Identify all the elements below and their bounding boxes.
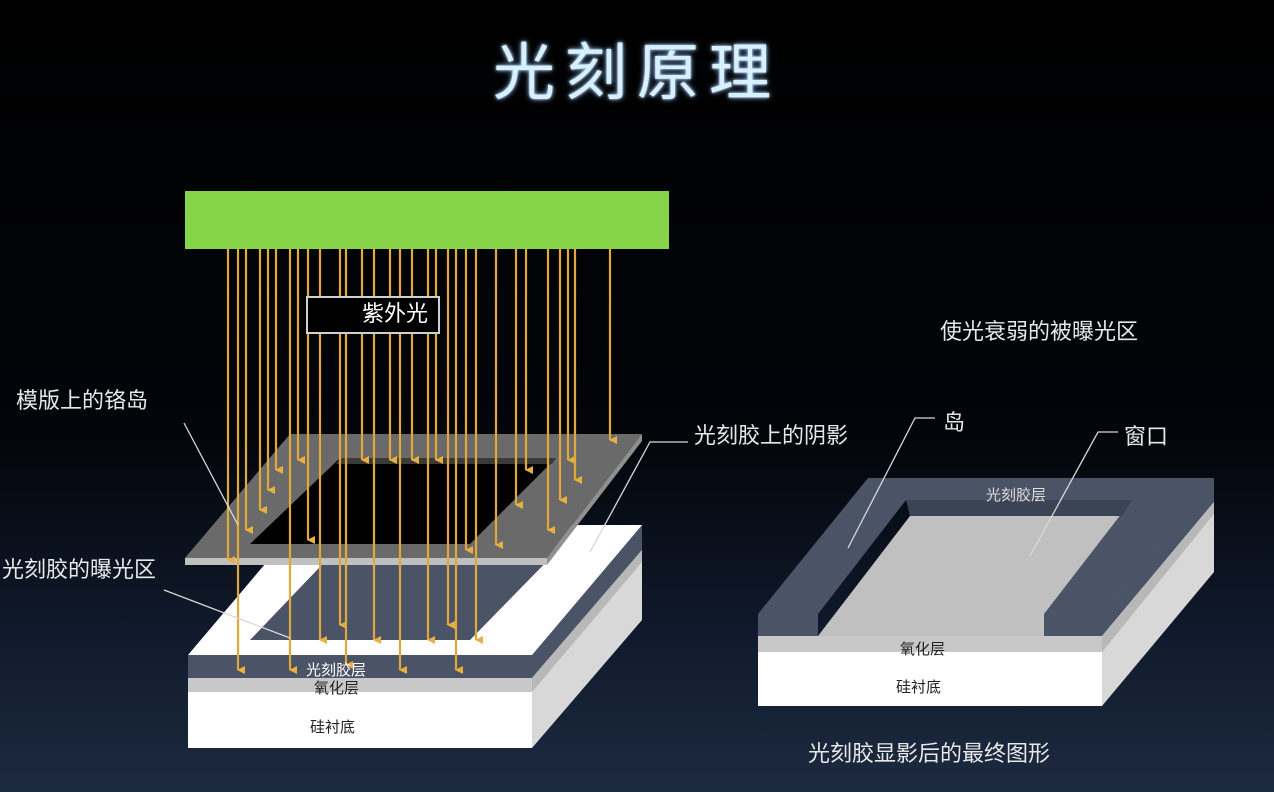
exposed-region (250, 548, 560, 640)
final-pattern-caption: 光刻胶显影后的最终图形 (808, 742, 1051, 767)
photoresist-island (758, 478, 1214, 614)
mask-island-leader (183, 422, 239, 526)
substrate-layer-label-right: 硅衬底 (896, 678, 942, 696)
mask-window (250, 458, 556, 544)
mask-island-label: 模版上的铬岛 (16, 389, 149, 414)
oxide-layer-label-right: 氧化层 (900, 640, 946, 658)
uv-light-label: 紫外光 (306, 296, 440, 334)
photoresist-layer-label-right: 光刻胶层 (986, 486, 1047, 504)
substrate-layer (188, 692, 532, 748)
exposed-region-label: 光刻胶的曝光区 (2, 558, 157, 583)
oxide-layer-right (758, 636, 1102, 652)
island-label: 岛 (943, 411, 966, 436)
shadow-label: 光刻胶上的阴影 (694, 424, 849, 449)
right-wafer-block (758, 478, 1214, 706)
attenuated-region-label: 使光衰弱的被曝光区 (940, 320, 1139, 345)
uv-arrows (226, 249, 617, 674)
photoresist-layer-label: 光刻胶层 (306, 661, 367, 679)
oxide-window (818, 516, 1122, 636)
left-wafer-block (188, 525, 642, 748)
exposed-region-leader (163, 589, 291, 639)
photoresist-layer (188, 655, 532, 678)
uv-light-source (185, 191, 669, 249)
oxide-layer-label: 氧化层 (314, 679, 360, 697)
substrate-layer-right (758, 652, 1102, 706)
page-title: 光刻原理 (492, 36, 781, 109)
island-leader (847, 417, 935, 549)
window-leader (1029, 431, 1118, 557)
substrate-layer-label: 硅衬底 (310, 718, 356, 736)
oxide-layer (188, 678, 532, 692)
window-label: 窗口 (1124, 425, 1169, 450)
shadow-leader (589, 441, 688, 553)
